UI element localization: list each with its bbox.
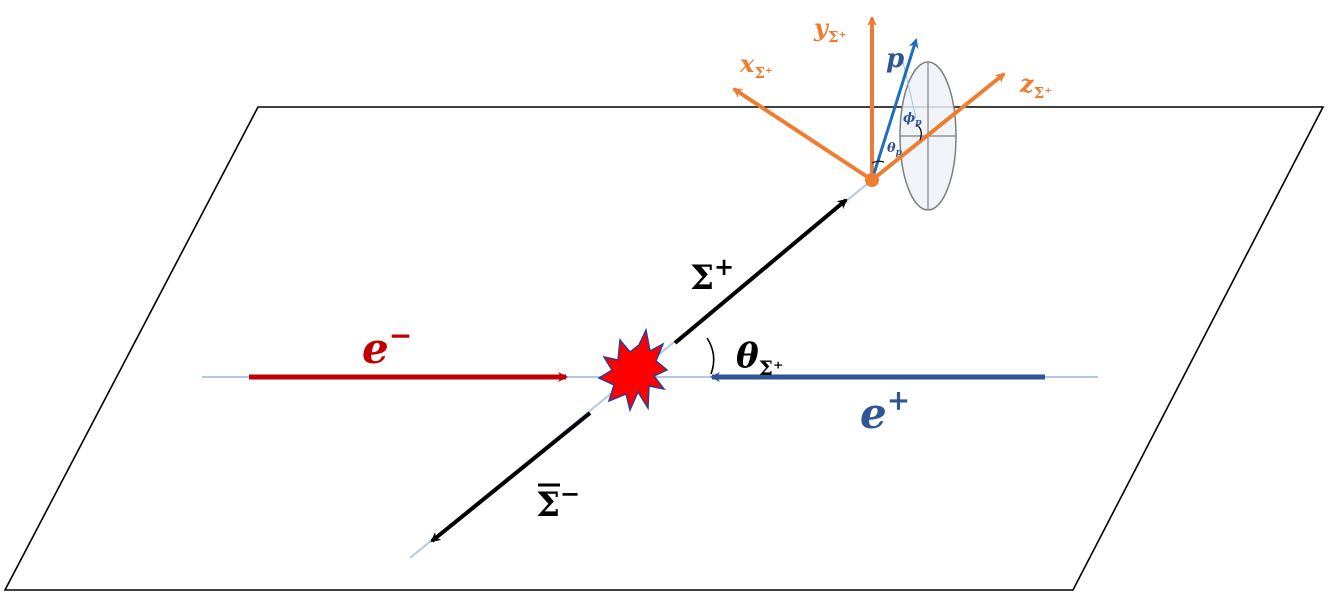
phi-p-label: ϕp [903,111,922,128]
z-axis-arrow [870,72,1006,182]
theta-sigma-arc [706,337,715,375]
x-axis-arrow [732,87,874,182]
theta-sigma-label: θΣ⁺ [736,336,783,380]
z-axis-label: zΣ⁺ [1019,69,1052,102]
sigma-bar-minus-arrow [430,411,592,543]
collision-burst [597,327,669,413]
x-axis-label: xΣ⁺ [739,49,773,82]
decay-vertex [865,173,879,187]
theta-p-arc [871,160,885,164]
reaction-plane [3,106,1325,591]
sigma-bar-minus-label: Σ− [536,479,580,525]
sigma-plus-label: Σ+ [690,252,734,298]
proton-arrow [870,38,919,181]
positron-label: e+ [860,384,910,438]
electron-label: e− [362,319,412,373]
sigma-plus-arrow [673,198,848,345]
y-axis-label: yΣ⁺ [813,13,846,46]
proton-label: p [886,44,904,74]
theta-p-label: θp [887,141,903,158]
phi-p-arc [915,123,922,141]
